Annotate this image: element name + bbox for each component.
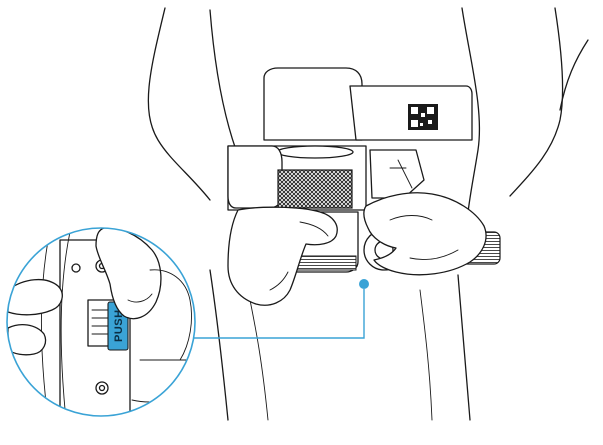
qr-code-icon [408, 104, 438, 130]
hands [227, 192, 487, 306]
magnified-inset: PUSH [6, 227, 196, 417]
vacuum-main-unit [227, 67, 501, 273]
push-button-label: PUSH [113, 309, 125, 342]
callout-leader [192, 279, 369, 339]
dot-marker-icon [359, 279, 369, 289]
